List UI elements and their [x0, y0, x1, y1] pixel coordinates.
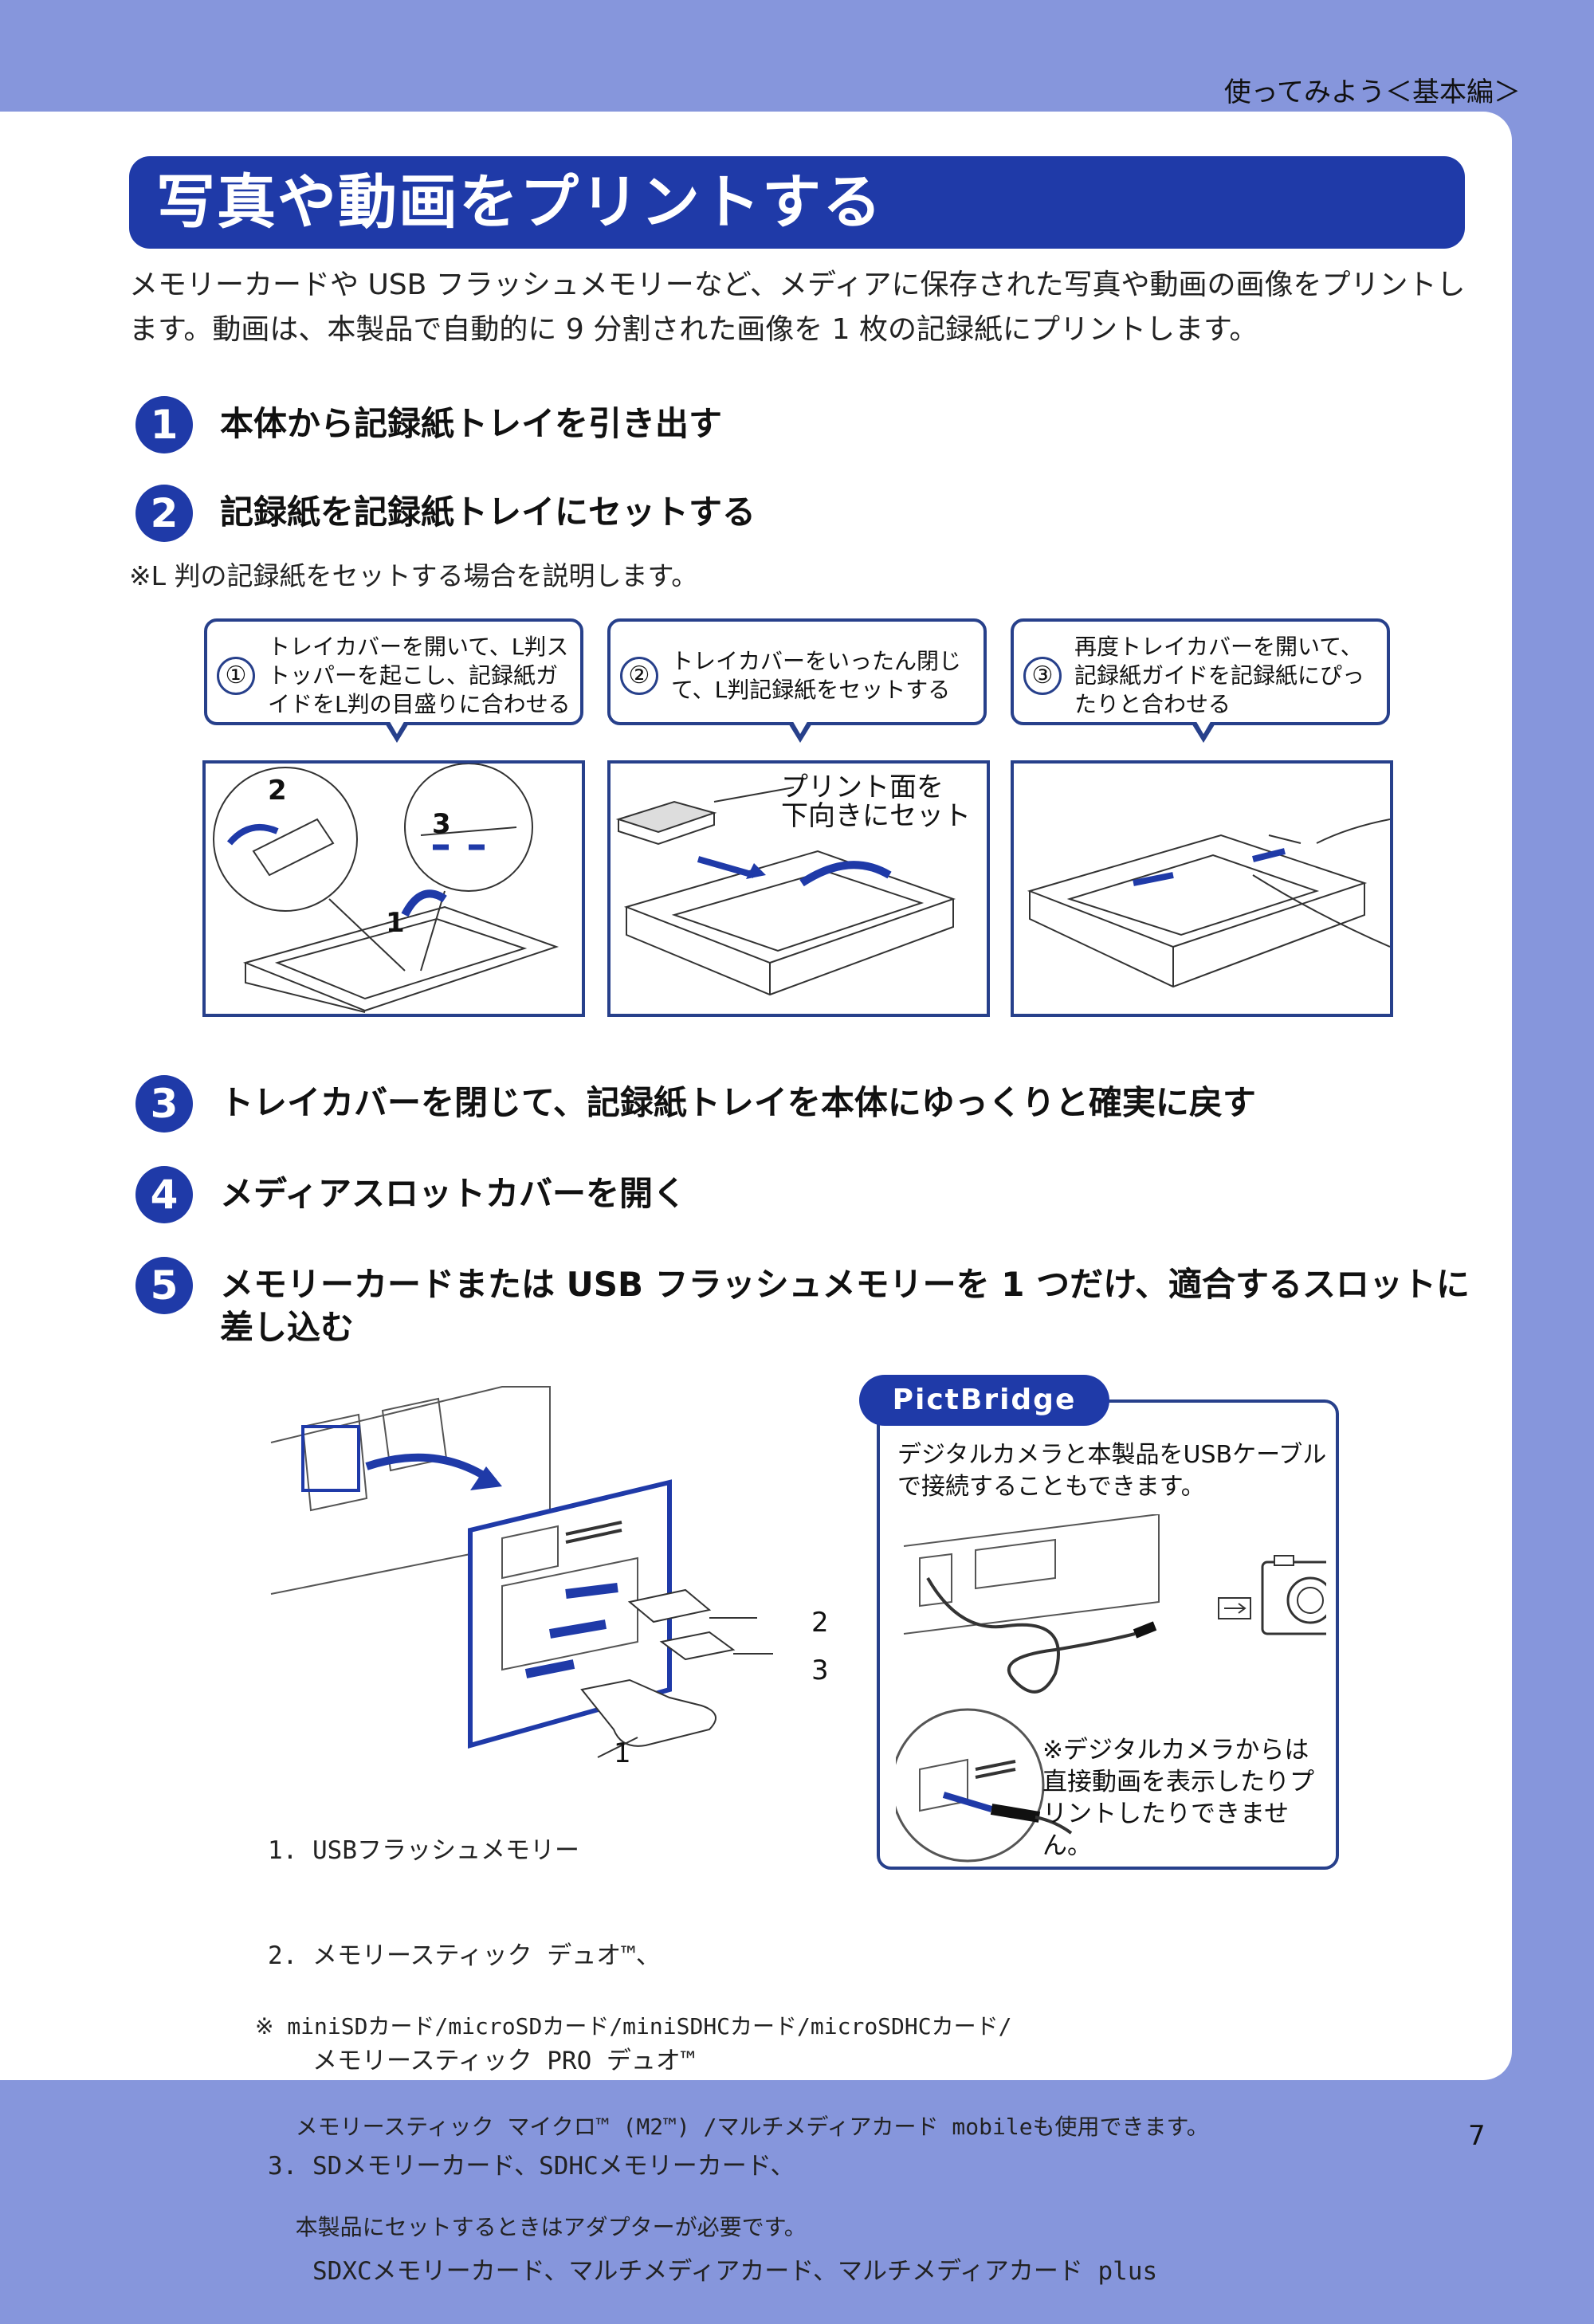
page-number: 7 — [1468, 2120, 1486, 2152]
pictbridge-description: デジタルカメラと本製品をUSBケーブルで接続することもできます。 — [897, 1441, 1327, 1501]
step-2-number: 2 — [135, 485, 193, 542]
callout-3-number: ③ — [1023, 657, 1062, 695]
media-note-line: メモリースティック マイクロ™ (M2™) /マルチメディアカード mobile… — [255, 2114, 1209, 2140]
callout-2: ② トレイカバーをいったん閉じて、L判記録紙をセットする — [607, 618, 987, 743]
media-list-item: 1. USBフラッシュメモリー — [268, 1836, 579, 1865]
pictbridge-tab: PictBridge — [859, 1375, 1109, 1426]
step-3-number: 3 — [135, 1075, 193, 1133]
step-1-text: 本体から記録紙トレイを引き出す — [220, 404, 723, 443]
callout-1-pointer — [384, 719, 410, 743]
callout-3: ③ 再度トレイカバーを開いて、記録紙ガイドを記録紙にぴったりと合わせる — [1011, 618, 1390, 743]
tray-illustration-3 — [1011, 760, 1393, 1017]
tray-drawing-2 — [615, 787, 956, 996]
media-list-item: メモリースティック PRO デュオ™ — [268, 2047, 696, 2075]
media-note-line: 本製品にセットするときはアダプターが必要です。 — [255, 2214, 807, 2240]
callout-1: ① トレイカバーを開いて、L判ストッパーを起こし、記録紙ガイドをL判の目盛りに合… — [204, 618, 583, 743]
media-label-1: 1 — [614, 1737, 631, 1769]
media-label-2: 2 — [811, 1607, 829, 1639]
panel1-label-3: 3 — [432, 808, 451, 840]
intro-paragraph: メモリーカードや USB フラッシュメモリーなど、メディアに保存された写真や動画… — [129, 269, 1466, 346]
pictbridge-note: ※デジタルカメラからは直接動画を表示したりプリントしたりできません。 — [1042, 1736, 1314, 1860]
panel1-label-1: 1 — [386, 907, 405, 939]
callout-2-pointer — [787, 719, 813, 743]
tray-illustration-2: プリント面を 下向きにセット — [607, 760, 990, 1017]
callout-2-number: ② — [620, 657, 658, 695]
media-list-item: 2. メモリースティック デュオ™、 — [268, 1941, 661, 1970]
panel1-label-2: 2 — [268, 775, 287, 807]
callout-1-text: トレイカバーを開いて、L判ストッパーを起こし、記録紙ガイドをL判の目盛りに合わせ… — [268, 634, 571, 717]
tray-drawing-3 — [1027, 819, 1390, 988]
media-list-item: 3. SDメモリーカード、SDHCメモリーカード、 — [268, 2152, 795, 2181]
step-4-text: メディアスロットカバーを開く — [220, 1174, 687, 1213]
callout-2-text: トレイカバーをいったん閉じて、L判記録紙をセットする — [671, 648, 962, 703]
step-3-text: トレイカバーを閉じて、記録紙トレイを本体にゆっくりと確実に戻す — [220, 1083, 1256, 1122]
media-adapter-note: ※ miniSDカード/microSDカード/miniSDHCカード/micro… — [255, 1943, 1209, 2278]
step-4-number: 4 — [135, 1166, 193, 1223]
media-slot-drawing — [270, 1386, 773, 1758]
media-slot-illustration: 2 3 1 — [263, 1379, 869, 1769]
tray-illustration-1: 2 3 1 — [202, 760, 585, 1017]
media-note-line: ※ miniSDカード/microSDカード/miniSDHCカード/micro… — [255, 2013, 1012, 2039]
step-1-number: 1 — [135, 396, 193, 453]
step-2-text: 記録紙を記録紙トレイにセットする — [220, 493, 756, 532]
callout-3-pointer — [1191, 719, 1216, 743]
section-label: 使ってみよう＜基本編＞ — [1223, 77, 1521, 108]
step-5-text: メモリーカードまたは USB フラッシュメモリーを 1 つだけ、適合するスロット… — [220, 1265, 1470, 1347]
page-title: 写真や動画をプリントする — [156, 168, 883, 237]
step-5-number: 5 — [135, 1257, 193, 1314]
print-side-down-label: プリント面を 下向きにセット — [781, 771, 971, 832]
tray-drawing-1 — [213, 764, 559, 1013]
step-2-note: ※L 判の記録紙をセットする場合を説明します。 — [129, 560, 698, 591]
title-bar — [129, 156, 1465, 249]
callout-3-text: 再度トレイカバーを開いて、記録紙ガイドを記録紙にぴったりと合わせる — [1074, 634, 1365, 717]
media-label-3: 3 — [811, 1655, 829, 1686]
callout-1-number: ① — [217, 657, 255, 695]
